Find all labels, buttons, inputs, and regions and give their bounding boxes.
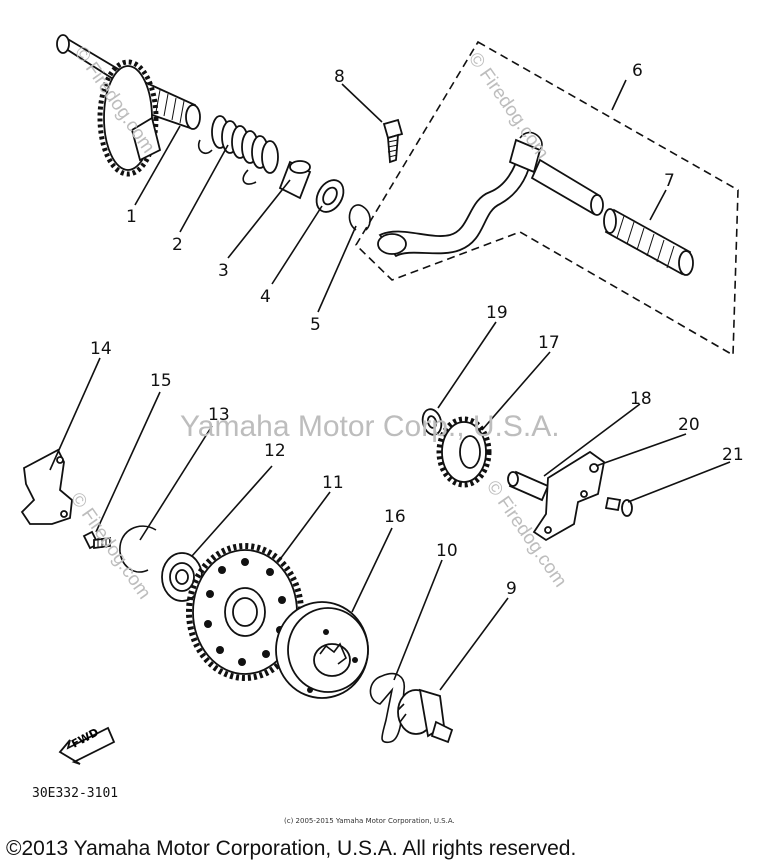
part-number-1[interactable]: 1 — [126, 207, 137, 227]
part-number-16[interactable]: 16 — [384, 507, 406, 527]
fwd-arrow: FWD — [58, 726, 116, 765]
part-number-17[interactable]: 17 — [538, 333, 560, 353]
part-number-3[interactable]: 3 — [218, 261, 229, 281]
part-number-labels: 1 2 3 4 5 6 7 8 9 10 11 12 13 14 15 16 1… — [90, 61, 744, 599]
spring-clip[interactable] — [369, 672, 406, 744]
part-number-11[interactable]: 11 — [322, 473, 344, 493]
part-number-10[interactable]: 10 — [436, 541, 458, 561]
bolt-8[interactable] — [382, 118, 404, 164]
part-number-6[interactable]: 6 — [632, 61, 643, 81]
footer-copyright: ©2013 Yamaha Motor Corporation, U.S.A. A… — [6, 837, 576, 860]
kick-crank[interactable] — [354, 40, 739, 357]
part-number-5[interactable]: 5 — [310, 315, 321, 335]
watermark-center: Yamaha Motor Corp., U.S.A. — [180, 410, 560, 443]
return-spring[interactable] — [197, 115, 279, 185]
ratchet[interactable] — [397, 688, 454, 744]
part-number-21[interactable]: 21 — [722, 445, 744, 465]
washer-19[interactable] — [420, 407, 444, 437]
circlip[interactable] — [348, 204, 371, 231]
leader-lines — [49, 79, 731, 691]
collar[interactable] — [278, 160, 312, 200]
part-number-19[interactable]: 19 — [486, 303, 508, 323]
part-number-8[interactable]: 8 — [334, 67, 345, 87]
circlip-13[interactable] — [119, 525, 157, 573]
kick-grip[interactable] — [603, 208, 694, 276]
part-number-14[interactable]: 14 — [90, 339, 112, 359]
washer[interactable] — [311, 175, 349, 216]
gear-17[interactable] — [436, 416, 492, 488]
watermark-firedog-top: © Firedog.com — [464, 49, 553, 163]
pin[interactable] — [507, 470, 550, 502]
diagram-code: 30E332-3101 — [32, 786, 118, 801]
part-number-13[interactable]: 13 — [208, 405, 230, 425]
part-number-2[interactable]: 2 — [172, 235, 183, 255]
part-number-12[interactable]: 12 — [264, 441, 286, 461]
clutch-hub[interactable] — [275, 601, 369, 699]
screw-15[interactable] — [82, 530, 111, 550]
kick-gear[interactable] — [97, 59, 162, 177]
part-number-20[interactable]: 20 — [678, 415, 700, 435]
part-number-15[interactable]: 15 — [150, 371, 172, 391]
part-number-4[interactable]: 4 — [260, 287, 271, 307]
part-number-7[interactable]: 7 — [664, 171, 675, 191]
stopper-plate[interactable] — [20, 448, 73, 525]
part-number-18[interactable]: 18 — [630, 389, 652, 409]
small-copyright: (c) 2005-2015 Yamaha Motor Corporation, … — [284, 817, 455, 825]
part-number-9[interactable]: 9 — [506, 579, 517, 599]
screw-21[interactable] — [604, 496, 633, 517]
watermark-firedog-left: © Firedog.com — [66, 489, 155, 603]
